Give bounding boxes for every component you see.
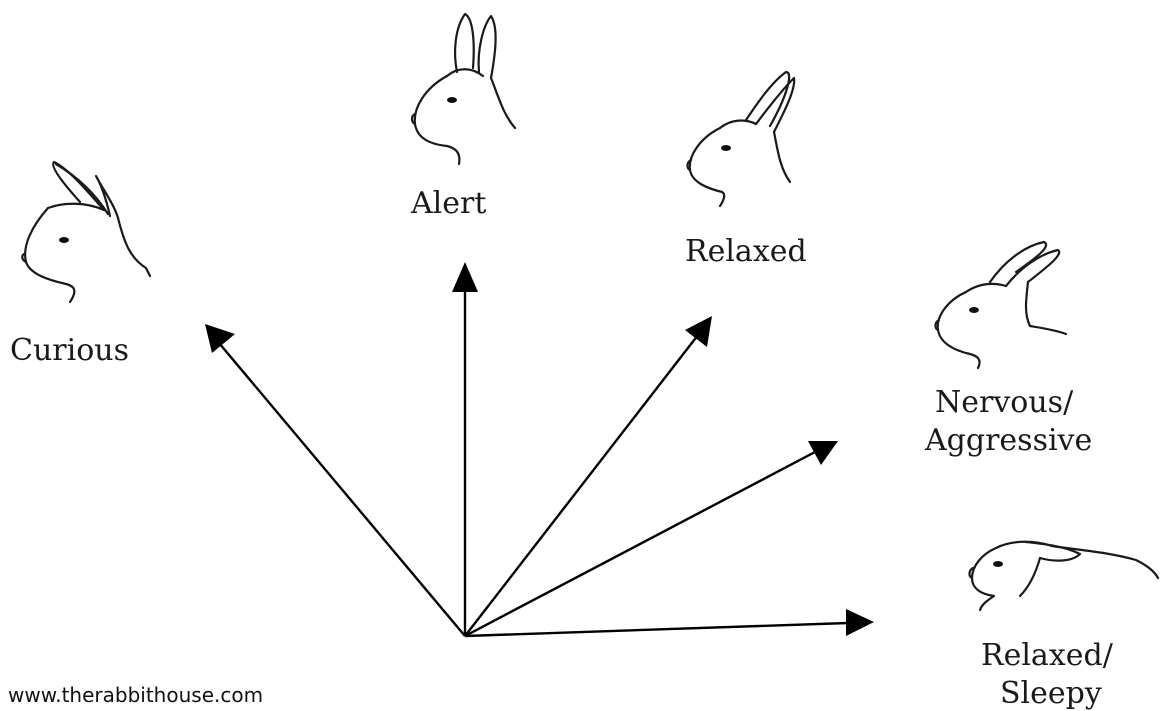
arrows	[205, 262, 874, 638]
arrow-alert	[452, 262, 478, 636]
rabbit-ears-forward-icon	[21, 160, 152, 304]
source-credit: www.therabbithouse.com	[8, 683, 263, 707]
arrow-relaxed-sleepy	[464, 609, 874, 638]
arrow-nervous-aggressive	[464, 441, 838, 638]
label-alert: Alert	[410, 186, 486, 221]
label-relaxed-sleepy-line2: Sleepy	[1000, 676, 1102, 711]
rabbit-ears-upright-icon	[410, 12, 517, 166]
rabbit-ears-back-icon	[686, 70, 796, 208]
rabbit-ears-flat-down-icon	[968, 540, 1160, 612]
label-nervous-aggressive-line2: Aggressive	[924, 423, 1092, 458]
label-relaxed-sleepy-line1: Relaxed/	[981, 638, 1114, 673]
arrow-curious	[205, 324, 466, 637]
label-relaxed: Relaxed	[685, 234, 807, 269]
rabbit-ears-flattened-icon	[934, 240, 1068, 370]
label-nervous-aggressive-line1: Nervous/	[935, 385, 1074, 420]
arrow-relaxed	[464, 316, 712, 637]
label-curious: Curious	[10, 333, 129, 368]
